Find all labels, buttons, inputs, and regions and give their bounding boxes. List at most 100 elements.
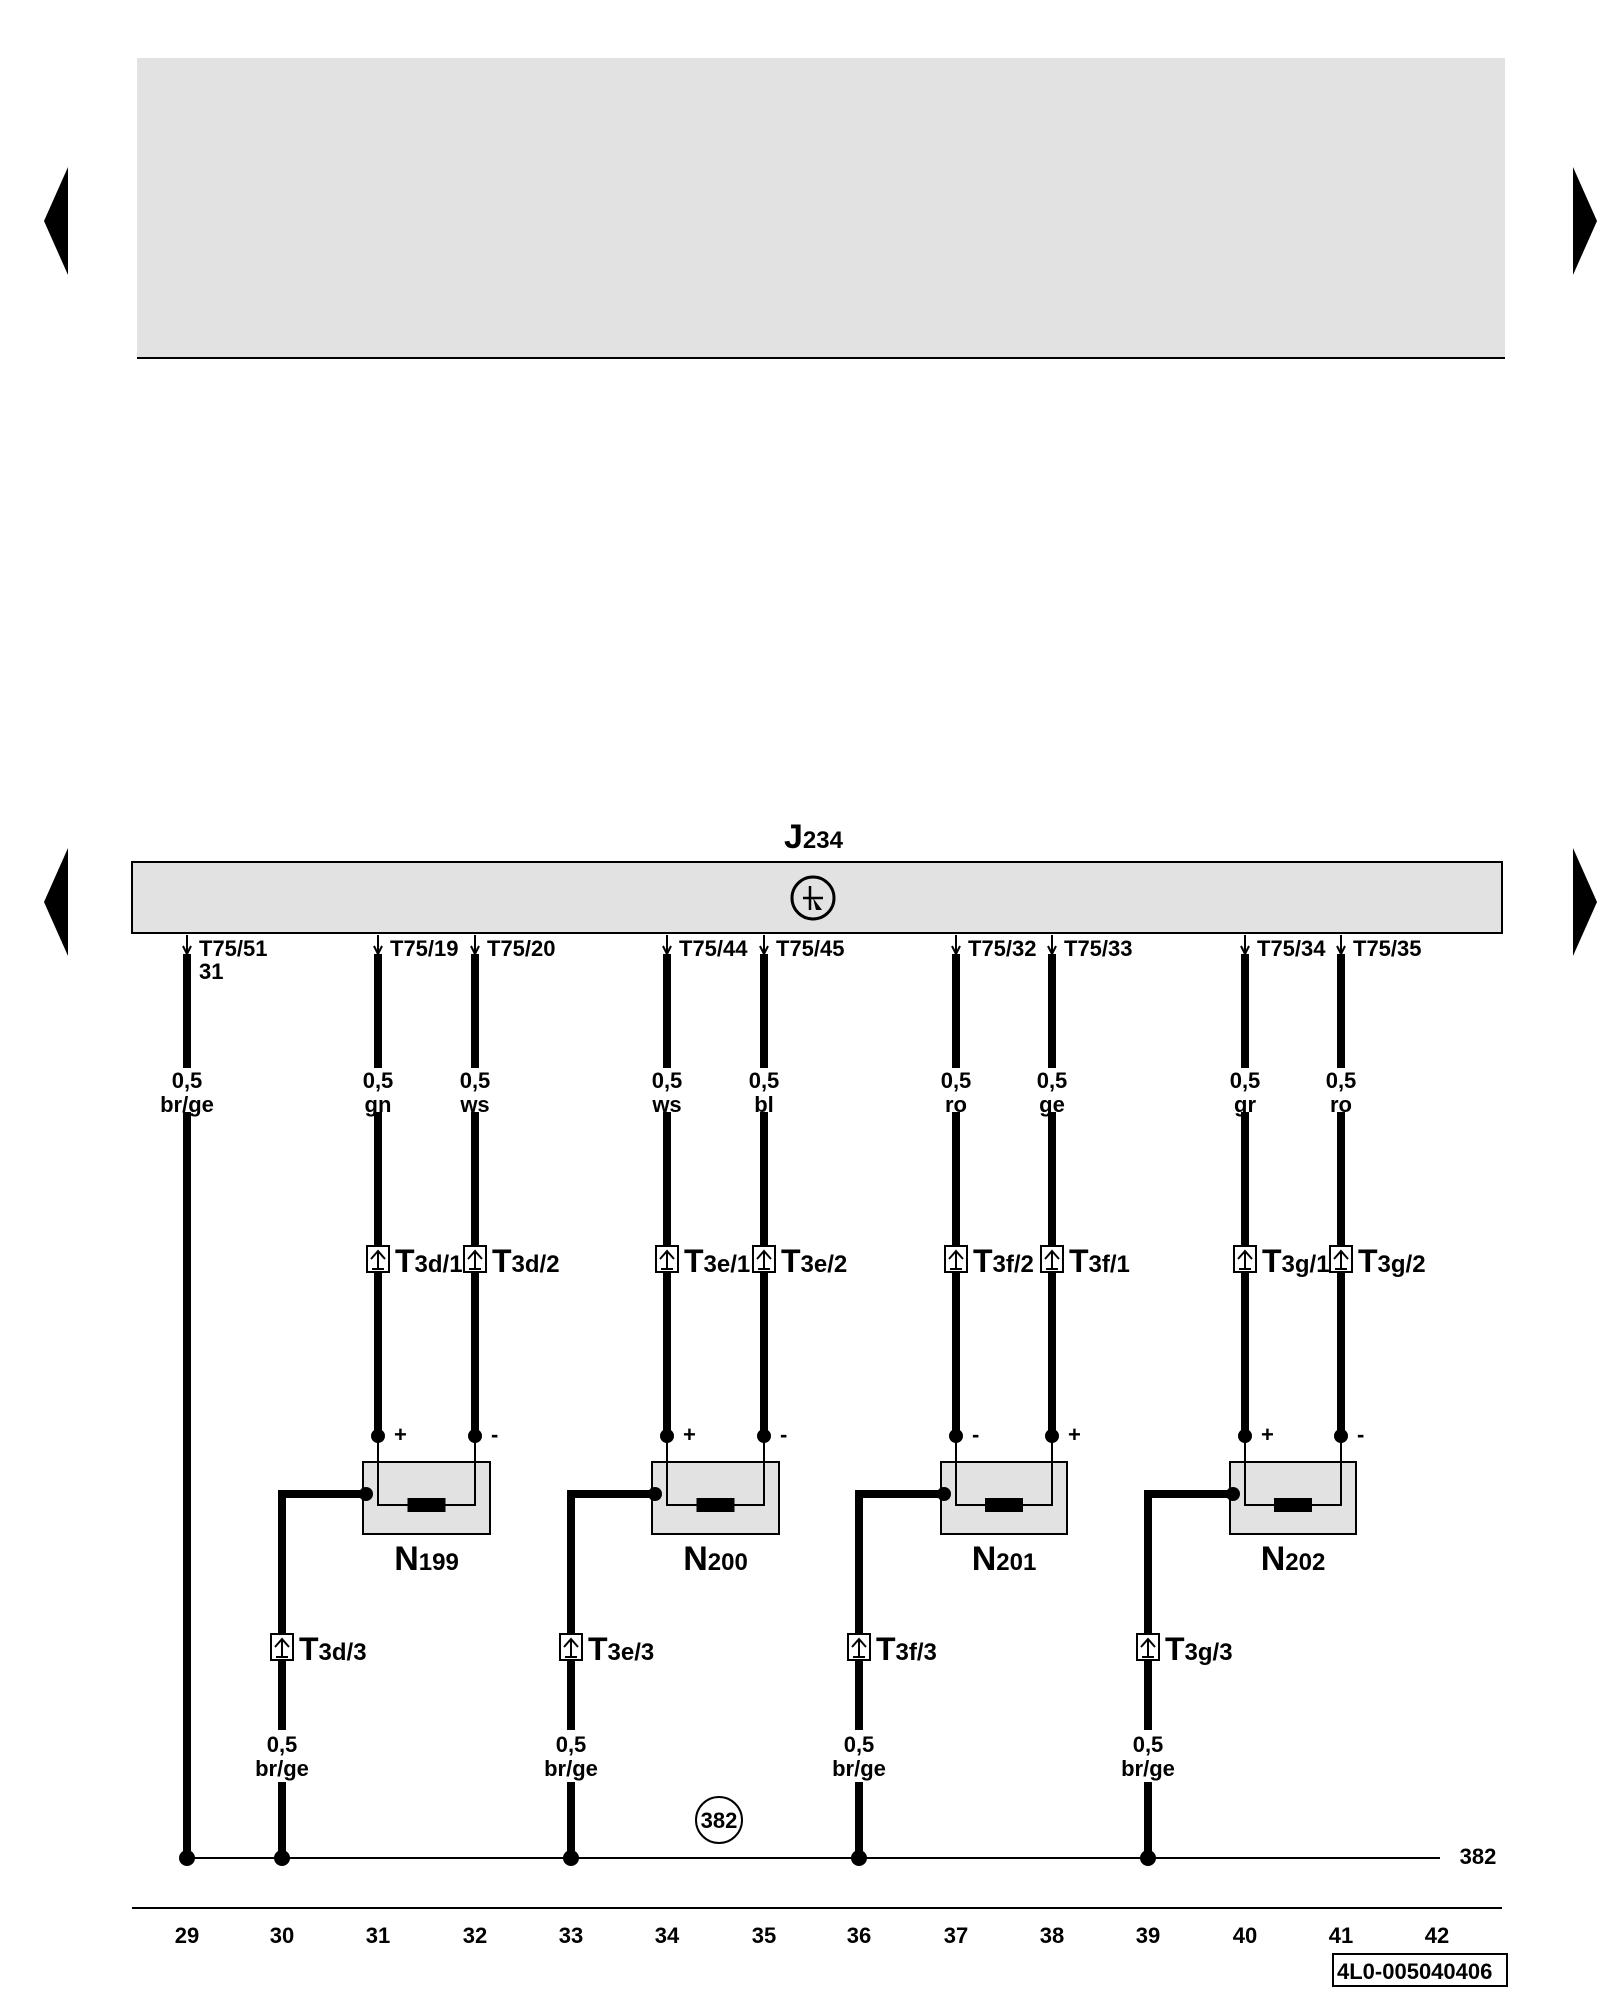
component-label: N200 xyxy=(683,1540,748,1578)
wire-gauge: 0,5 xyxy=(267,1732,298,1757)
pin-w40: T75/34 xyxy=(1240,935,1326,961)
control-unit-symbol-icon xyxy=(790,875,836,921)
next-page-arrow-bottom[interactable] xyxy=(1573,848,1597,956)
column-number: 33 xyxy=(559,1923,583,1948)
wire-w40: 0,5gr xyxy=(1230,954,1260,1443)
wire-w34: 0,5ws xyxy=(651,954,682,1443)
component-label: N199 xyxy=(394,1540,459,1578)
junction-dot xyxy=(563,1850,579,1866)
connector-icon xyxy=(752,1245,776,1273)
connector-label: T3g/1 xyxy=(1262,1243,1330,1279)
polarity-left: + xyxy=(683,1422,696,1447)
connector-icon xyxy=(559,1633,583,1661)
wire-gauge: 0,5 xyxy=(652,1068,683,1093)
component-N200: + - N200 xyxy=(651,1422,787,1578)
connector-icon xyxy=(1040,1245,1064,1273)
wire-gauge: 0,5 xyxy=(556,1732,587,1757)
column-number: 30 xyxy=(270,1923,294,1948)
pin-w38: T75/33 xyxy=(1047,935,1133,961)
connector-w40: T3g/1 xyxy=(1233,1243,1330,1279)
connector-w34: T3e/1 xyxy=(655,1243,750,1279)
connector-w38: T3f/1 xyxy=(1040,1243,1130,1279)
column-number: 39 xyxy=(1136,1923,1160,1948)
connector-icon xyxy=(1329,1245,1353,1273)
polarity-right: - xyxy=(491,1422,498,1447)
wire-gauge: 0,5 xyxy=(749,1068,780,1093)
column-number: 34 xyxy=(655,1923,680,1948)
pin-w37: T75/32 xyxy=(951,935,1037,961)
coil-icon xyxy=(696,1498,735,1512)
wire-color: br/ge xyxy=(255,1756,309,1781)
pin-w41: T75/35 xyxy=(1336,935,1422,961)
ground-branch: T3f/30,5br/ge xyxy=(829,1487,951,1858)
column-number: 41 xyxy=(1329,1923,1353,1948)
pin-label: T75/20 xyxy=(487,936,556,961)
junction-dot xyxy=(274,1850,290,1866)
ground-branch: T3d/30,5br/ge xyxy=(252,1487,373,1858)
document-id-box xyxy=(1332,1953,1508,1987)
connector-label: T3f/1 xyxy=(1069,1243,1130,1279)
wire-gauge: 0,5 xyxy=(460,1068,491,1093)
wire-w41: 0,5ro xyxy=(1326,954,1357,1443)
wire-w38: 0,5ge xyxy=(1037,954,1068,1443)
pin-label: T75/32 xyxy=(968,936,1037,961)
wire-gauge: 0,5 xyxy=(172,1068,203,1093)
wire-color: br/ge xyxy=(544,1756,598,1781)
coil-icon xyxy=(407,1498,446,1512)
component-label: N202 xyxy=(1261,1540,1326,1578)
wire-color: br/ge xyxy=(1121,1756,1175,1781)
connector-w31: T3d/1 xyxy=(366,1243,463,1279)
junction-dot xyxy=(1140,1850,1156,1866)
ground-layer: T3d/30,5br/geT3e/30,5br/geT3f/30,5br/geT… xyxy=(179,1487,1496,1869)
wire-color: ws xyxy=(651,1092,681,1117)
connector-w41: T3g/2 xyxy=(1329,1243,1426,1279)
wire-color: br/ge xyxy=(832,1756,886,1781)
wire-color: gn xyxy=(365,1092,392,1117)
connector-label: T3g/3 xyxy=(1165,1631,1233,1667)
polarity-right: - xyxy=(1357,1422,1364,1447)
wire-w35: 0,5bl xyxy=(749,954,780,1443)
component-N202: +-N202 xyxy=(1229,1422,1364,1578)
prev-page-arrow-bottom[interactable] xyxy=(44,848,68,956)
wire-gauge: 0,5 xyxy=(941,1068,972,1093)
wire-gauge: 0,5 xyxy=(1326,1068,1357,1093)
pin-label: T75/33 xyxy=(1064,936,1133,961)
wire-color: ws xyxy=(459,1092,489,1117)
component-N199: +-N199 xyxy=(362,1422,498,1578)
column-number: 42 xyxy=(1425,1923,1449,1948)
connector-icon xyxy=(1233,1245,1257,1273)
column-number: 35 xyxy=(752,1923,776,1948)
pin-label: T75/45 xyxy=(776,936,845,961)
polarity-right: - xyxy=(780,1422,787,1447)
ground-branch: T3e/3 0,5br/ge xyxy=(541,1487,662,1858)
coil-icon xyxy=(985,1498,1023,1512)
polarity-left: - xyxy=(972,1422,979,1447)
pin-w35: T75/45 xyxy=(759,935,845,961)
column-number: 36 xyxy=(847,1923,871,1948)
wire-color: bl xyxy=(754,1092,774,1117)
wire-w31: 0,5gn xyxy=(363,954,394,1443)
connector-label: T3f/3 xyxy=(876,1631,937,1667)
wire-gauge: 0,5 xyxy=(1133,1732,1164,1757)
column-number: 38 xyxy=(1040,1923,1064,1948)
prev-page-arrow-top[interactable] xyxy=(44,167,68,275)
connector-label: T3e/2 xyxy=(781,1243,847,1279)
connector-label: T3e/3 xyxy=(588,1631,654,1667)
wire-gauge: 0,5 xyxy=(1037,1068,1068,1093)
wire-gauge: 0,5 xyxy=(363,1068,394,1093)
connector-label: T3e/1 xyxy=(684,1243,750,1279)
next-page-arrow-top[interactable] xyxy=(1573,167,1597,275)
pin-label: T75/35 xyxy=(1353,936,1422,961)
pin-label: T75/34 xyxy=(1257,936,1326,961)
connector-label: T3g/2 xyxy=(1358,1243,1426,1279)
connector-label: T3d/1 xyxy=(395,1243,463,1279)
wire-w29: 0,5br/ge xyxy=(160,954,214,1858)
wire-color: ro xyxy=(945,1092,967,1117)
document-id: 4L0-005040406 xyxy=(1337,1959,1492,1984)
junction-dot xyxy=(851,1850,867,1866)
control-unit-label: J234 xyxy=(784,818,844,856)
